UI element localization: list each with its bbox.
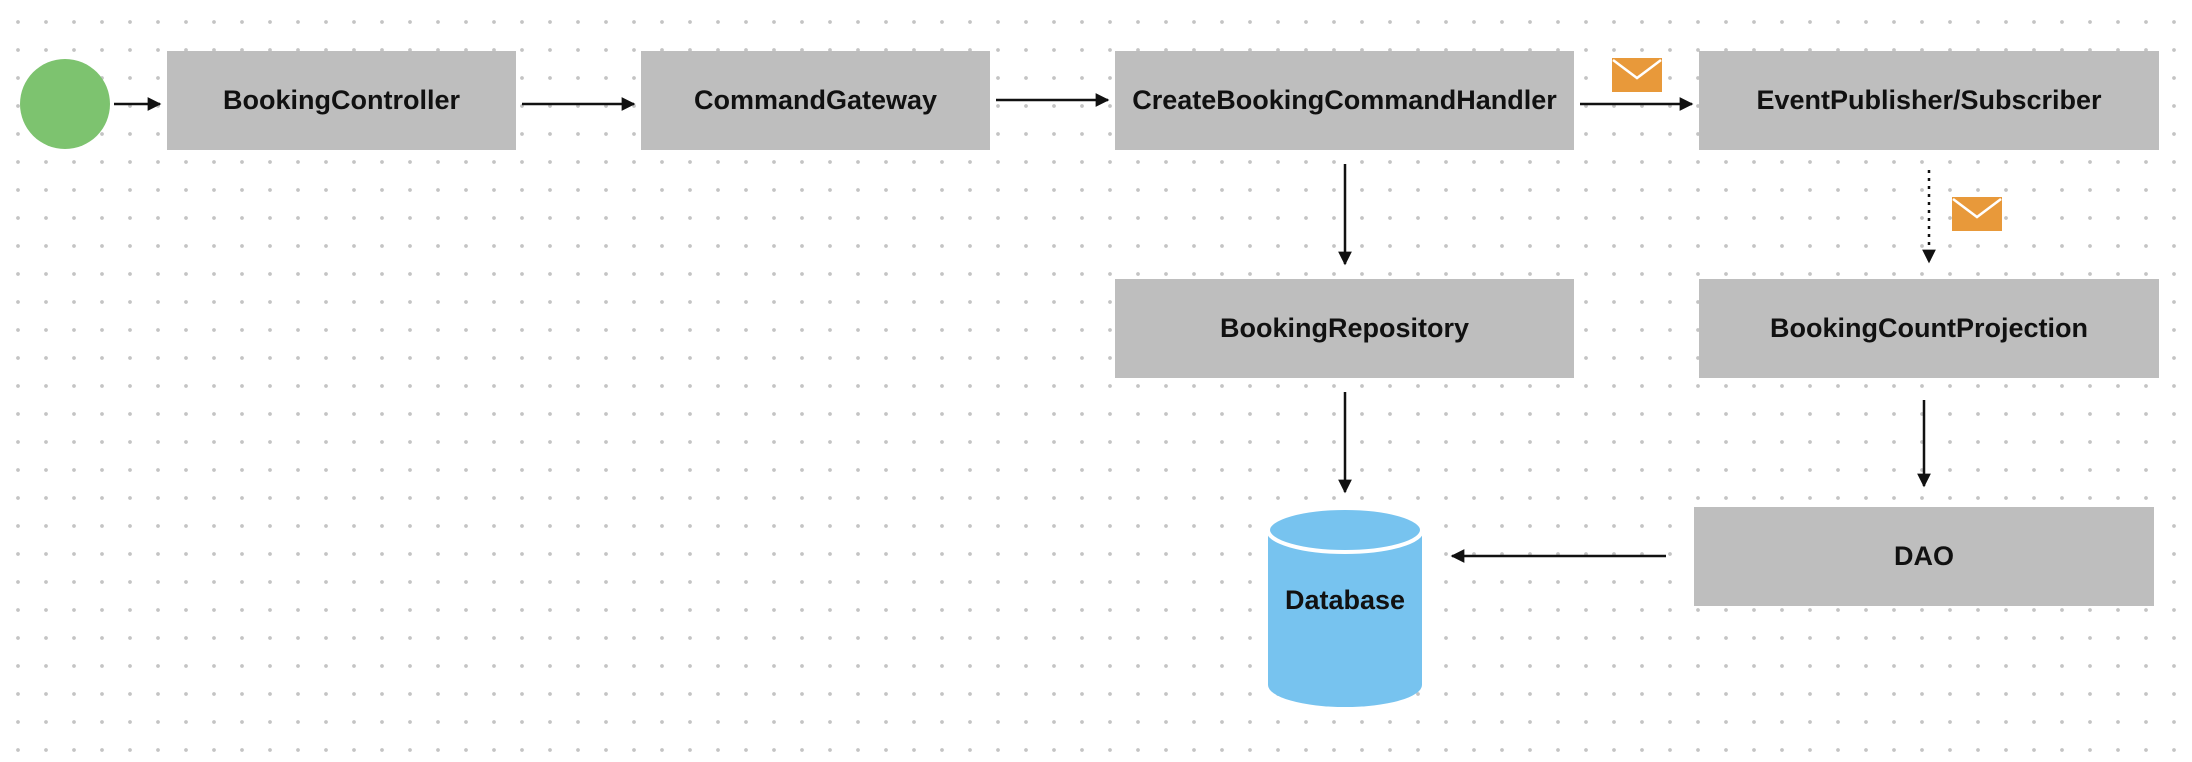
node-label: BookingController bbox=[223, 85, 460, 115]
database-cylinder-icon[interactable] bbox=[1266, 506, 1424, 707]
node-label: DAO bbox=[1894, 541, 1954, 571]
start-node-icon bbox=[20, 59, 110, 149]
envelope-icon bbox=[1612, 58, 1662, 92]
node-dao[interactable]: DAO bbox=[1694, 507, 2154, 606]
node-booking-count-projection[interactable]: BookingCountProjection bbox=[1699, 279, 2159, 378]
node-label: CommandGateway bbox=[693, 85, 938, 115]
node-label: BookingRepository bbox=[1219, 313, 1469, 343]
node-create-booking-command-handler[interactable]: CreateBookingCommandHandler bbox=[1115, 51, 1574, 150]
envelope-icon bbox=[1952, 197, 2002, 231]
node-booking-controller[interactable]: BookingController bbox=[167, 51, 516, 150]
node-label: CreateBookingCommandHandler bbox=[1132, 85, 1557, 115]
node-label: BookingCountProjection bbox=[1770, 313, 2088, 343]
node-label: EventPublisher/Subscriber bbox=[1756, 85, 2102, 115]
database-label: Database bbox=[1284, 585, 1406, 615]
node-command-gateway[interactable]: CommandGateway bbox=[641, 51, 990, 150]
node-event-publisher-subscriber[interactable]: EventPublisher/Subscriber bbox=[1699, 51, 2159, 150]
node-booking-repository[interactable]: BookingRepository bbox=[1115, 279, 1574, 378]
